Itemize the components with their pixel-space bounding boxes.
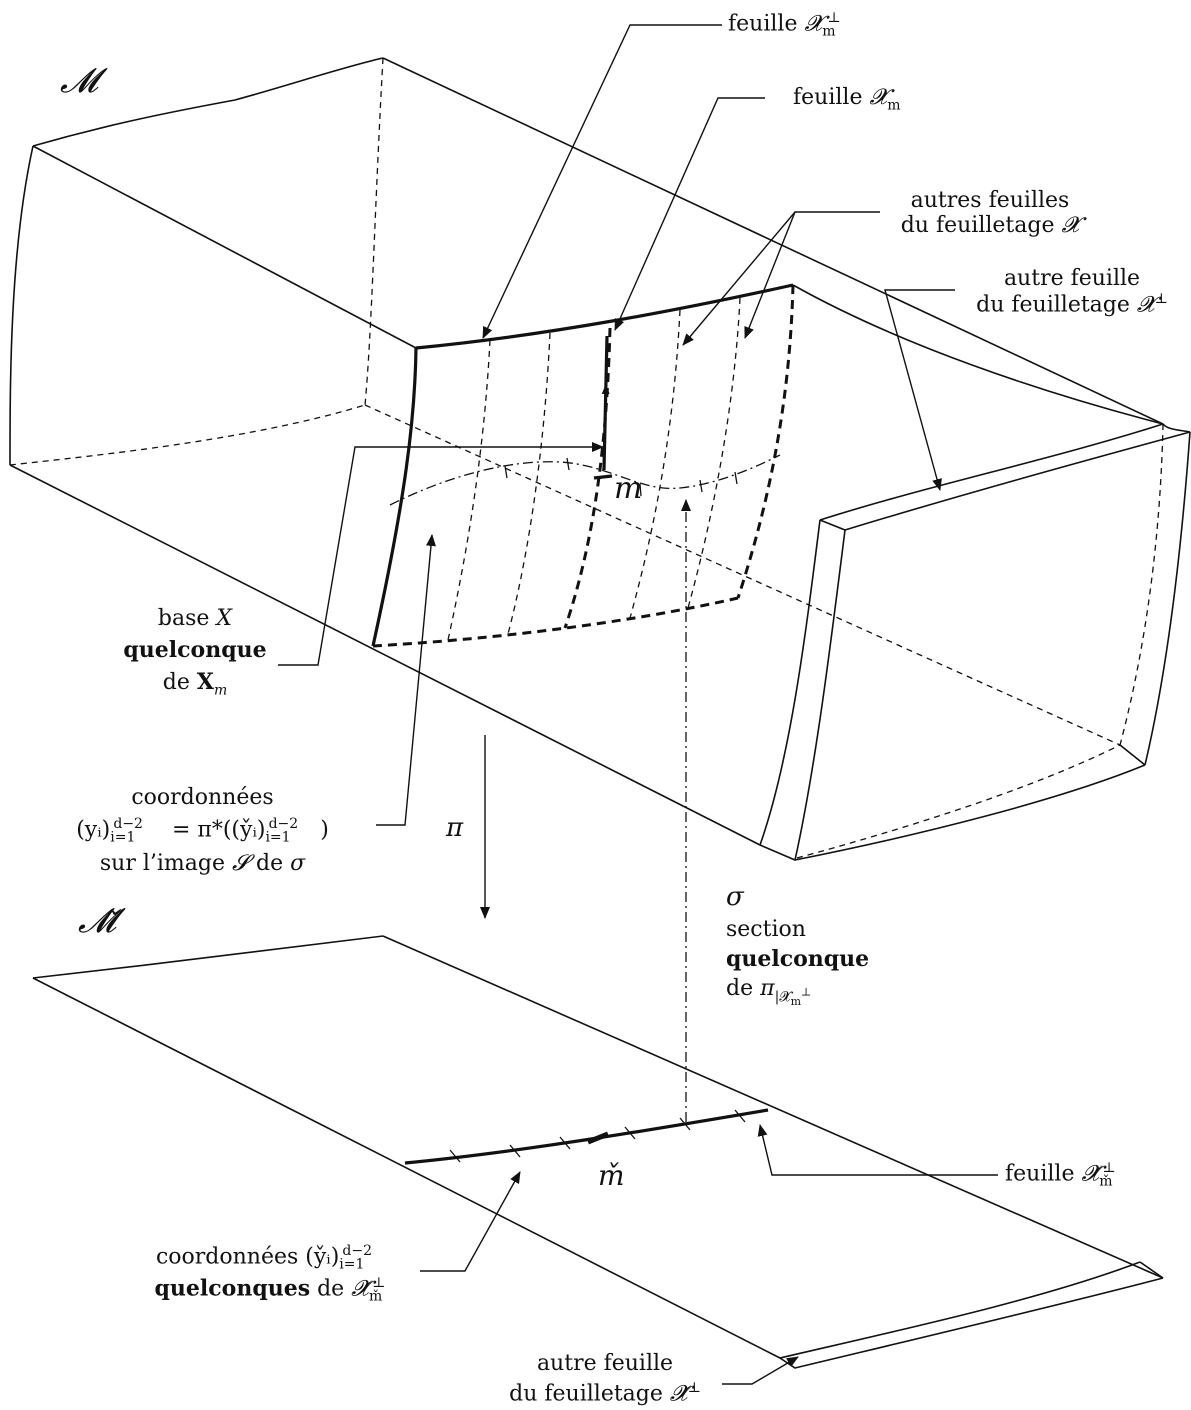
lower-left-edge <box>32 935 384 979</box>
leaf-perp-right-edge <box>736 284 795 599</box>
leaf-perp-top-edge <box>415 283 794 350</box>
hidden-back-vertical <box>364 57 384 406</box>
leader-leaf-perp <box>482 24 722 339</box>
leaf-line-1 <box>447 339 491 641</box>
other-leaves-label: autres feuilles du feuilletage 𝓧 <box>900 188 1080 239</box>
top-face-back-left-edge <box>32 57 384 147</box>
other-leaf-check-label: autre feuille du feuilletage 𝓧̌⊥ <box>509 1351 701 1406</box>
upper-manifold-box <box>9 57 1191 861</box>
leaf-perp-left-edge <box>371 347 418 647</box>
top-face-right-edge <box>792 284 1164 425</box>
leader-leaf <box>614 97 765 331</box>
leaf-perp-label: feuille 𝓧m⊥ <box>728 10 841 40</box>
leader-other-check <box>722 1356 799 1385</box>
leader-base <box>278 442 604 666</box>
bottom-left-long-edge <box>9 464 761 846</box>
top-face-back-edge <box>382 57 1164 425</box>
point-m-check-marker <box>587 1131 609 1145</box>
right-face-top-edge-2 <box>844 431 1191 531</box>
right-face-outer-vertical <box>794 529 846 861</box>
lower-front-edge <box>32 977 781 1359</box>
tick <box>639 483 642 497</box>
left-face-front-edge <box>9 145 34 466</box>
leaf-surfaces <box>371 283 795 648</box>
leader-coords-upper <box>376 534 436 826</box>
leaf-line-2 <box>507 332 551 635</box>
leader-leaf-check <box>757 1124 998 1176</box>
section-image-curve <box>389 454 781 506</box>
leader-coords-lower <box>420 1171 521 1272</box>
leaf-label: feuille 𝓧m <box>793 85 901 114</box>
right-face-hidden-bottom <box>796 744 1121 859</box>
hidden-left-bottom <box>9 404 366 466</box>
coords-upper-label: coordonnées (yᵢ)i=1d−2 = π*((y̌ᵢ)i=1d−2)… <box>76 785 329 876</box>
leaf-check-perp <box>404 1108 769 1165</box>
tick <box>504 465 508 479</box>
leaf-check-label: feuille 𝓧̌m̌⊥ <box>1005 1160 1116 1190</box>
leader-other-perp <box>884 289 955 491</box>
point-m-label: m <box>614 471 643 506</box>
right-face-front-slab <box>1162 423 1191 433</box>
lower-back-edge <box>382 935 1164 1279</box>
section-label: σ section quelconque de π|𝓧m⊥ <box>726 882 870 1008</box>
leaf-perp-bottom-edge <box>372 596 739 648</box>
leader-arrows <box>278 24 998 1385</box>
leader-other-leaves-2 <box>744 211 796 339</box>
right-face-top-edge <box>819 423 1164 521</box>
leaf-line-3 <box>629 309 681 619</box>
tick <box>699 479 703 493</box>
hidden-back-bottom <box>364 404 1121 746</box>
leaf-line-4 <box>687 297 741 609</box>
lower-right-slab <box>779 1277 1164 1369</box>
tick <box>566 457 570 471</box>
lower-manifold-label: 𝓜̌ <box>78 901 117 941</box>
base-label: base X quelconque de Xm <box>123 606 267 698</box>
right-face-hidden-vertical <box>1119 423 1164 746</box>
lower-right-slab-end <box>1139 1261 1164 1279</box>
top-face-front-edge <box>415 284 794 349</box>
right-face-inner-vertical <box>759 519 821 846</box>
right-face-bottom <box>759 764 1146 861</box>
right-face-slab-top <box>819 519 846 531</box>
projection-label: π <box>446 813 464 843</box>
tick <box>734 471 738 485</box>
point-m-marker <box>593 474 613 480</box>
leaf-X-m-segment <box>602 335 609 471</box>
other-leaf-perp-label: autre feuille du feuilletage 𝓧⊥ <box>976 266 1168 318</box>
lower-manifold <box>32 935 1164 1369</box>
right-face-right-edge <box>1144 431 1191 766</box>
right-face-slab-bottom <box>1119 744 1146 766</box>
lower-right-edge <box>779 1261 1141 1359</box>
point-m-check-label: m̌ <box>598 1159 625 1192</box>
coords-lower-label: coordonnées (y̌ᵢ)i=1d−2 quelconques de 𝓧… <box>154 1243 386 1305</box>
top-face-left-edge <box>32 145 417 349</box>
lower-ticks <box>449 1109 746 1163</box>
upper-manifold-label: 𝓜 <box>60 61 99 101</box>
leader-other-leaves-1 <box>682 211 880 346</box>
